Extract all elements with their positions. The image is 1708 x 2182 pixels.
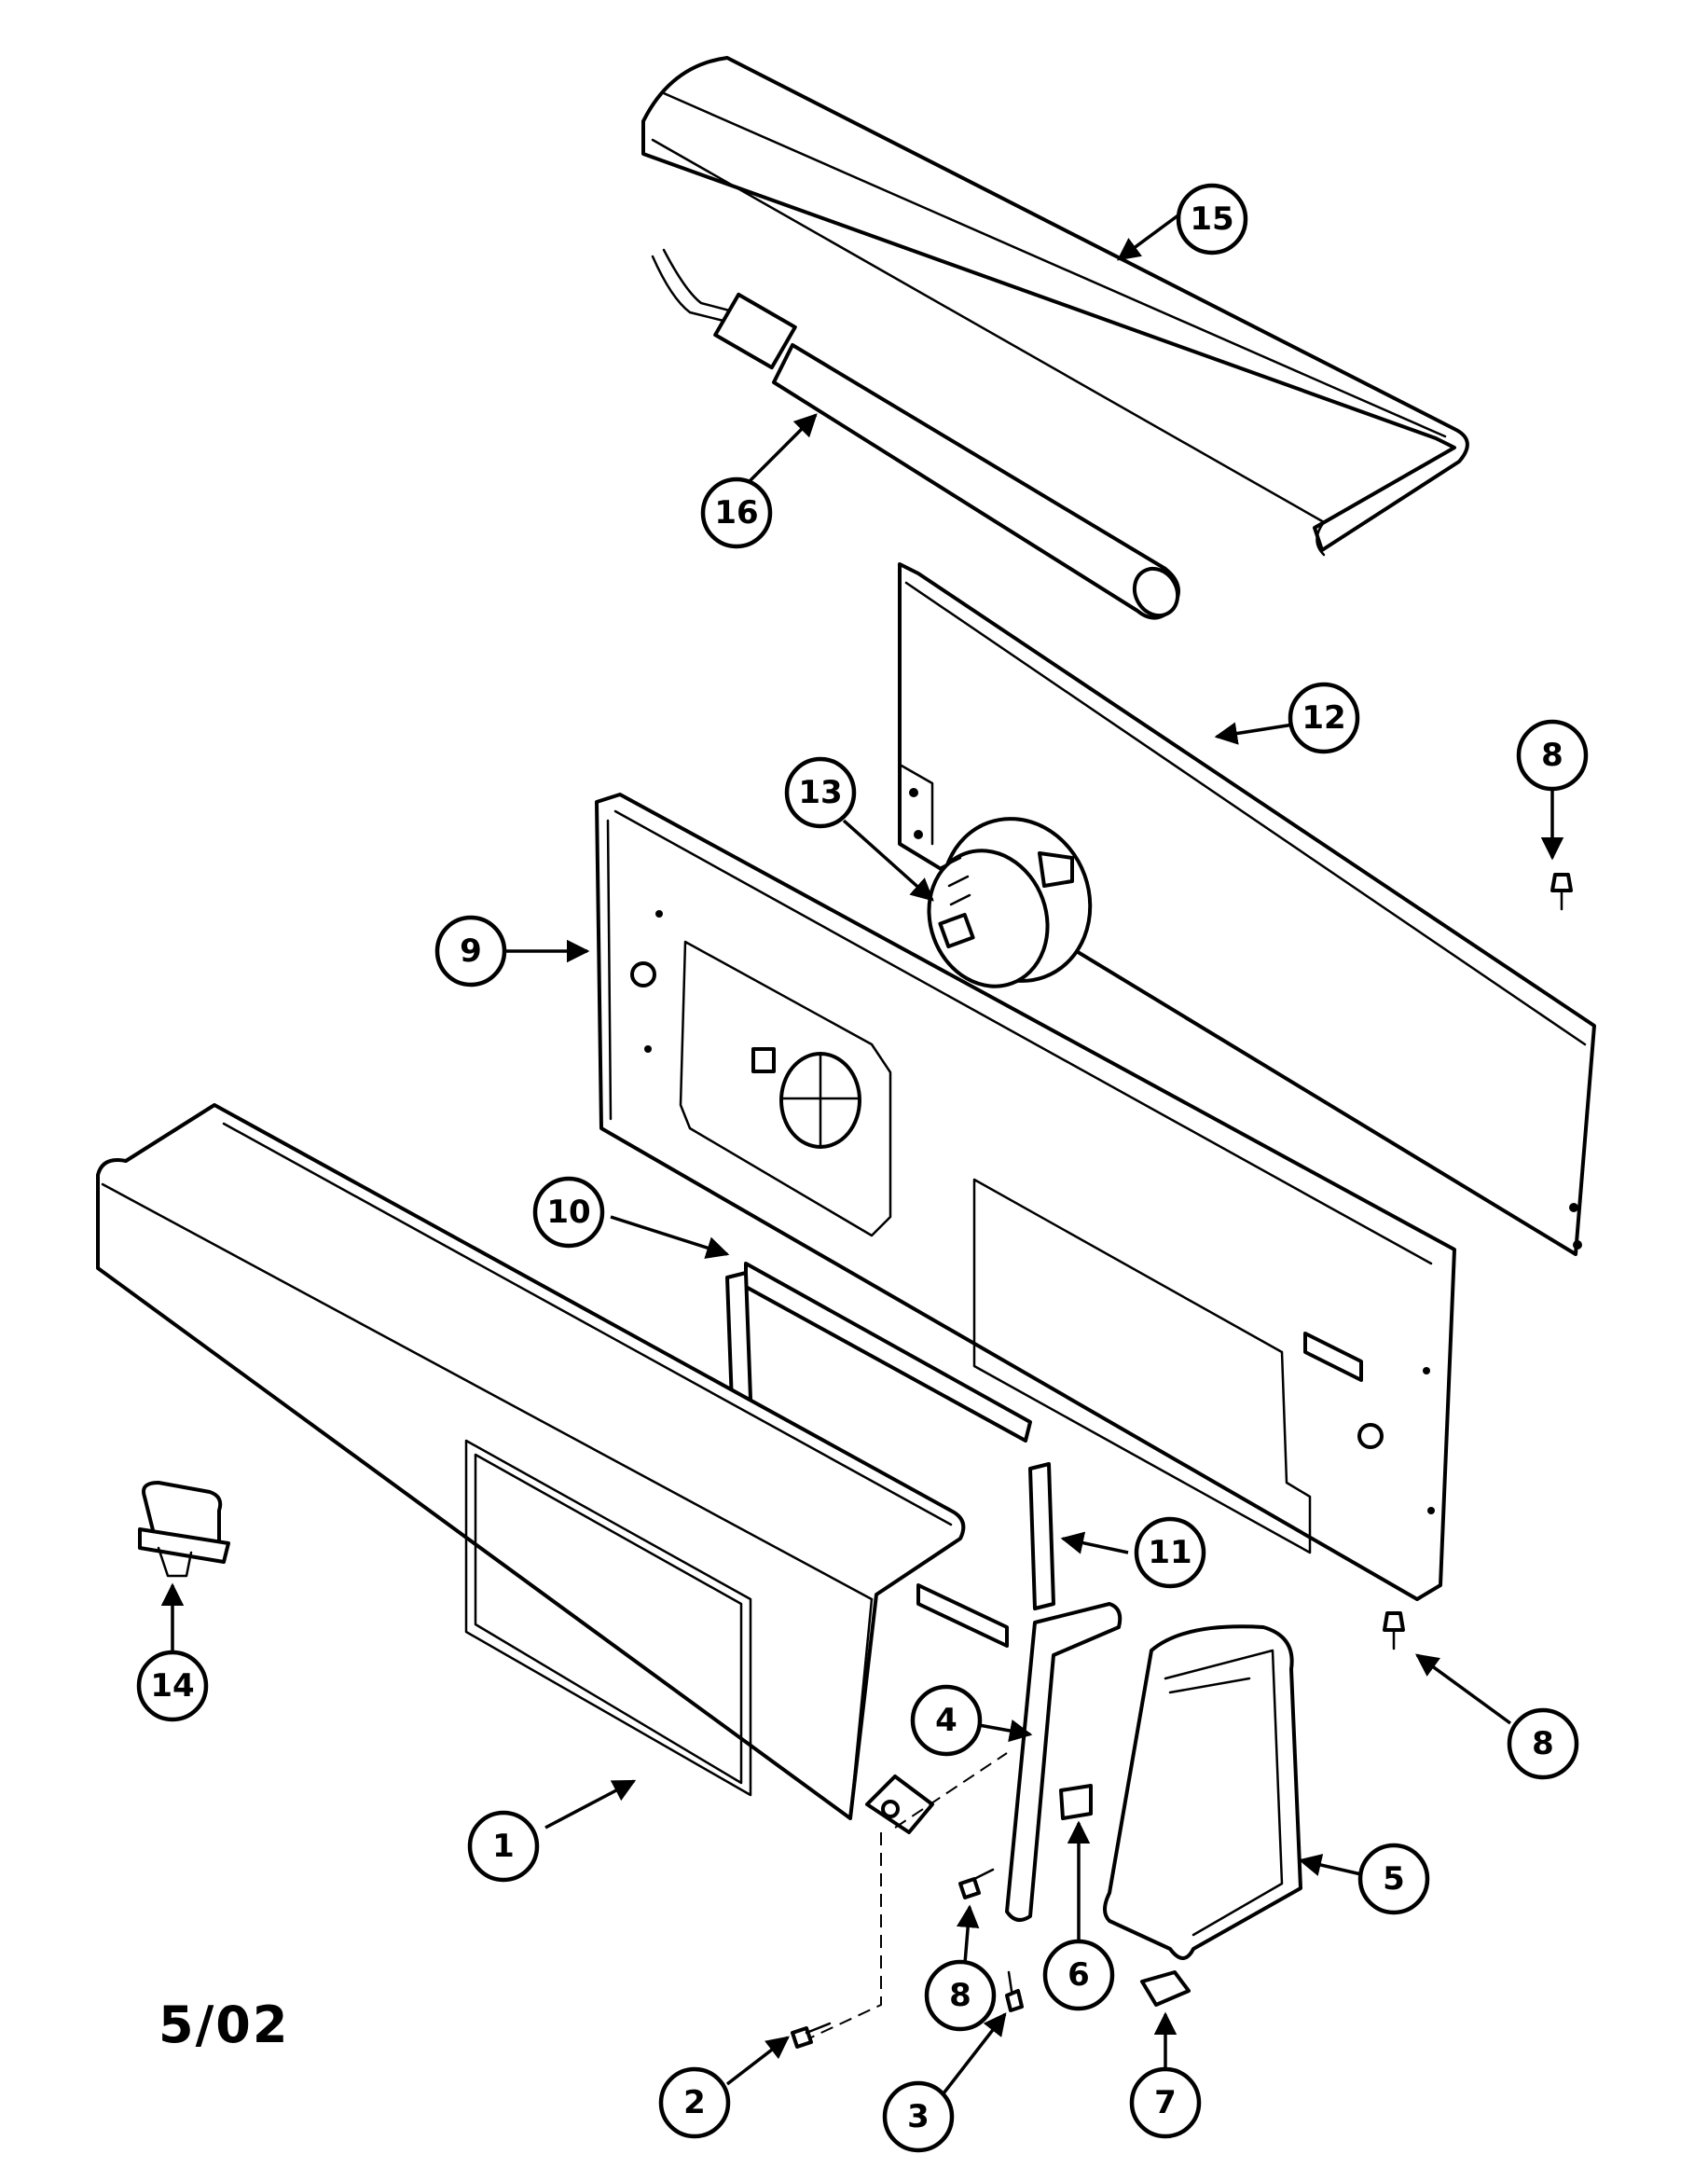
- callout-5: 5: [1357, 1843, 1430, 1915]
- svg-text:14: 14: [150, 1667, 194, 1705]
- svg-text:4: 4: [935, 1702, 957, 1739]
- callout-7: 7: [1129, 2066, 1202, 2139]
- svg-text:16: 16: [714, 494, 758, 532]
- svg-text:5: 5: [1383, 1860, 1405, 1898]
- callout-14: 14: [136, 1650, 209, 1722]
- screws: [791, 873, 1573, 2049]
- callout-4: 4: [910, 1684, 983, 1757]
- callout-10: 10: [532, 1176, 605, 1249]
- callout-9: 9: [434, 915, 507, 987]
- assembly-lines: [810, 1752, 1008, 2038]
- date-code: 5/02: [158, 1996, 290, 2054]
- part-12-rear-panel: [898, 562, 1596, 1256]
- part-10-gasket: [725, 1262, 1032, 1443]
- callout-12: 12: [1288, 682, 1360, 754]
- part-11-small-gasket: [1028, 1462, 1055, 1610]
- callout-13: 13: [784, 756, 857, 829]
- svg-text:2: 2: [683, 2084, 706, 2121]
- callout-2: 2: [658, 2066, 731, 2139]
- part-7-small-clip: [1140, 1970, 1191, 2007]
- svg-text:13: 13: [798, 774, 842, 811]
- svg-text:8: 8: [1541, 737, 1563, 774]
- svg-text:1: 1: [492, 1828, 515, 1865]
- leader-lines: [160, 213, 1564, 2095]
- callout-3: 3: [882, 2080, 955, 2153]
- part-15-top-trim: [641, 56, 1469, 557]
- callout-11: 11: [1134, 1516, 1206, 1589]
- svg-text:9: 9: [460, 932, 482, 970]
- svg-text:6: 6: [1068, 1956, 1090, 1994]
- svg-text:7: 7: [1154, 2084, 1177, 2121]
- part-1-front-panel: [96, 1103, 1009, 1834]
- part-16-fluorescent-tube: [651, 248, 1180, 620]
- svg-text:11: 11: [1148, 1534, 1191, 1571]
- part-14-push-button: [138, 1481, 230, 1578]
- callout-8-top: 8: [1516, 719, 1589, 792]
- callout-6: 6: [1042, 1939, 1115, 2011]
- svg-text:8: 8: [949, 1977, 971, 2014]
- svg-text:8: 8: [1532, 1725, 1554, 1762]
- part-4-bracket: [1005, 1602, 1123, 1922]
- svg-text:3: 3: [907, 2098, 930, 2135]
- svg-text:10: 10: [546, 1194, 590, 1231]
- callout-15: 15: [1176, 183, 1248, 255]
- part-13-timer: [927, 817, 1093, 988]
- part-9-control-panel: [595, 793, 1456, 1601]
- callout-16: 16: [700, 476, 773, 549]
- callout-8-right: 8: [1507, 1707, 1579, 1780]
- callout-8-bottom: 8: [924, 1959, 997, 2032]
- svg-text:12: 12: [1302, 699, 1345, 737]
- part-5-end-cap: [1103, 1624, 1302, 1960]
- callout-1: 1: [467, 1810, 540, 1883]
- part-6-clip: [1059, 1784, 1093, 1820]
- svg-text:15: 15: [1190, 200, 1233, 238]
